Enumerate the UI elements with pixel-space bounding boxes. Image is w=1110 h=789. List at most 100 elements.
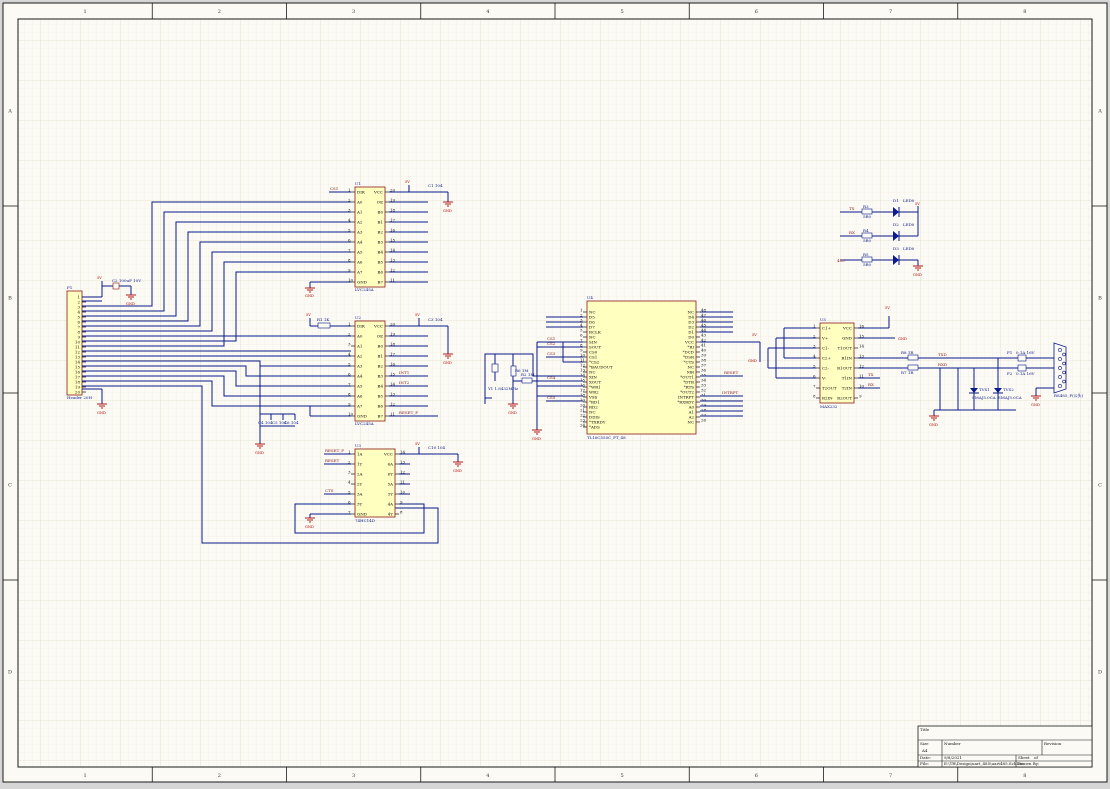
pin-label: SOUT <box>589 344 601 349</box>
pin-label: VCC <box>373 323 383 328</box>
pin-label: A3 <box>356 229 363 234</box>
u2-nets: R1 1K 5V 5V GND C3 104 INT1 INT2 RESET_P <box>306 313 453 417</box>
u4-nets: CS1 CS2 CS3 CS4 CS5 GND 5V RESET INTRPT <box>532 311 760 441</box>
u2-net-reset-p: RESET_P <box>399 410 418 415</box>
zone-col-8: 8 <box>1023 9 1026 15</box>
led-d2[interactable] <box>893 231 899 241</box>
pin-label: A4 <box>356 239 363 244</box>
ic-u4-body[interactable] <box>586 300 697 435</box>
zone-col-5: 5 <box>621 9 624 15</box>
pin-number: 41 <box>701 342 706 347</box>
ic-u1-designator: U1 <box>355 181 361 186</box>
db9-connector[interactable]: GND RS485_P(公头) <box>1031 342 1084 407</box>
pin-label: XOUT <box>589 379 601 384</box>
u3-nets: RESET_P RESET CTS GND 5V GND C10 104 <box>294 442 463 534</box>
pin-label: C1+ <box>822 325 831 330</box>
pin-number: 20 <box>390 187 396 192</box>
zone-col-3: 3 <box>352 9 355 15</box>
led-d1[interactable] <box>893 207 899 217</box>
pin-number: 17 <box>390 217 396 222</box>
db9-pin <box>1058 357 1062 361</box>
zone-col-2: 2 <box>218 773 221 779</box>
resistor-r6[interactable] <box>510 365 517 377</box>
status-leds[interactable]: TX R3 5R0 D1 LED0 RX R4 5R0 D2 LED0 485 … <box>837 198 923 277</box>
ic-u2[interactable]: U2 LVC245A DIR1A02A13A24A35A46A57A68A79G… <box>348 315 396 426</box>
pin-number: 13 <box>400 459 406 464</box>
ic-u5-name: MAX232 <box>820 404 838 409</box>
header-pin-number: 10 <box>75 339 81 344</box>
fuses[interactable]: F1 0.1A 16V F2 0.1A 16V <box>1007 350 1054 376</box>
led-d1-net: TX <box>849 206 855 211</box>
pin-label: B5 <box>378 259 384 264</box>
pin-label: B2 <box>378 229 384 234</box>
led-d2-name: LED0 <box>903 222 915 227</box>
u4-net-cs3: CS3 <box>547 351 556 356</box>
pin-number: 47 <box>701 312 707 317</box>
pin-label: 4A <box>388 501 394 506</box>
tvs-diodes[interactable]: TVS1 SMAJ5.0CA TVS2 SMAJ5.0CA <box>969 387 1022 400</box>
pin-number: 18 <box>390 207 396 212</box>
header-pin-number: 19 <box>75 384 81 389</box>
pin-number: 8 <box>348 391 351 396</box>
ic-u4[interactable]: U4 TL16C550C_PT_48 NC1D52D63D74RCLK5NC6S… <box>580 295 707 440</box>
crystal-y1[interactable] <box>491 363 499 373</box>
tvs1-symbol[interactable] <box>970 388 978 393</box>
termination-gnd-label: GND <box>929 423 938 427</box>
capacitor-c10-label: C10 104 <box>428 445 446 450</box>
led-gnd-label: GND <box>913 273 922 277</box>
pin-label: INTRPT <box>678 394 694 399</box>
pin-number: 10 <box>580 352 586 357</box>
header-p1-body[interactable] <box>66 290 83 396</box>
zone-col-1: 1 <box>84 773 87 779</box>
pin-number: 37 <box>701 362 707 367</box>
pin-number: 7 <box>348 381 351 386</box>
pin-label: 5A <box>388 481 394 486</box>
led-d2-resistor: R4 <box>863 228 869 233</box>
crystal-circuit[interactable]: Y1 1.8432MHz R6 1M R2 1M GND <box>484 353 583 415</box>
ic-u1[interactable]: U1 LVC245A DIR1A02A13A24A35A46A57A68A79G… <box>348 181 396 292</box>
pin-number: 5 <box>813 363 816 368</box>
ic-u4-designator: U4 <box>587 295 593 300</box>
db9-pin <box>1058 375 1062 379</box>
header-pin-number: 12 <box>75 349 81 354</box>
pin-label: *RTS <box>684 384 695 389</box>
pin-number: 14 <box>400 449 406 454</box>
pin-number: 12 <box>859 363 865 368</box>
ic-u5-body[interactable] <box>819 322 855 404</box>
header-pin-number: 18 <box>75 379 81 384</box>
ic-u3-body[interactable] <box>354 448 396 518</box>
pin-label: *ADS <box>589 424 600 429</box>
u1-gnd-bottom-label: GND <box>305 294 314 298</box>
ic-u5[interactable]: U5 MAX232 C1+1V+2C1-3C2+4C2-5V-6T2OUT7R2… <box>813 317 865 409</box>
zone-col-7: 7 <box>889 9 892 15</box>
file-label: File: <box>920 761 929 766</box>
pin-number: 21 <box>580 407 585 412</box>
led-d3[interactable] <box>893 255 899 265</box>
pin-number: 1 <box>348 187 351 192</box>
pin-label: A1 <box>356 209 362 214</box>
pin-number: 23 <box>580 417 586 422</box>
led-d1-resistor: R3 <box>863 204 869 209</box>
fuse-f1[interactable] <box>1017 354 1027 362</box>
tvs2-symbol[interactable] <box>994 388 1002 393</box>
pin-number: 5 <box>348 227 351 232</box>
pin-label: GND <box>357 511 367 516</box>
ic-u4-pins: NC1D52D63D74RCLK5NC6SIN7SOUT8CS09CS110*C… <box>580 307 707 429</box>
ic-u1-name: LVC245A <box>355 287 374 292</box>
ic-u1-body[interactable] <box>354 186 386 288</box>
pin-number: 14 <box>390 381 396 386</box>
u5-net-rxd: RXD <box>938 362 947 367</box>
header-p1[interactable]: P1 Header 20H 12345678910111213141516171… <box>66 285 92 400</box>
pin-number: 8 <box>813 393 816 398</box>
u3-net-reset: RESET <box>325 458 340 463</box>
pin-label: DIR <box>357 189 366 194</box>
pin-number: 12 <box>390 401 396 406</box>
pin-number: 48 <box>701 307 707 312</box>
pin-label: B2 <box>378 363 384 368</box>
c2-gnd-label: GND <box>126 302 135 306</box>
zone-col-6: 6 <box>755 9 758 15</box>
ic-u2-body[interactable] <box>354 320 386 422</box>
